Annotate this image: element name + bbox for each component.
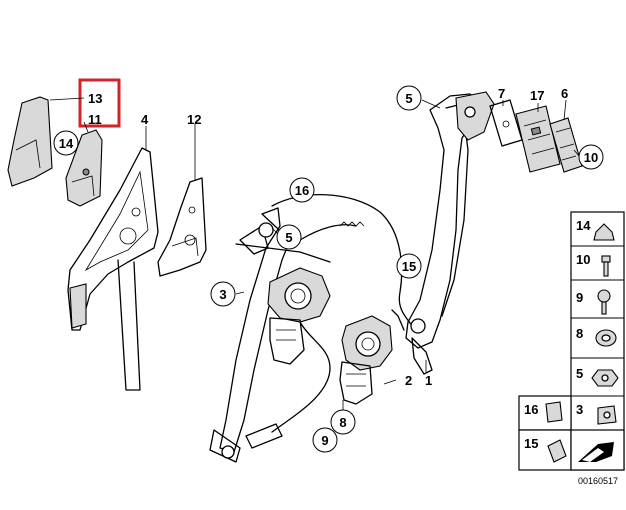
- callout-13: 13: [88, 91, 102, 106]
- legend-label-16: 16: [524, 402, 538, 417]
- callout-10: 10: [578, 144, 604, 170]
- legend-label-10: 10: [576, 252, 590, 267]
- regulator-front: [209, 207, 331, 463]
- panel-12: [157, 177, 207, 277]
- svg-text:5: 5: [405, 91, 412, 106]
- svg-text:13: 13: [88, 91, 102, 106]
- svg-text:7: 7: [498, 86, 505, 101]
- bracket-11: [65, 129, 103, 207]
- callout-15: 15: [396, 253, 422, 279]
- legend-label-14: 14: [576, 218, 591, 233]
- cable-16: [271, 194, 417, 333]
- svg-text:1: 1: [425, 373, 432, 388]
- highlight-box: [78, 78, 121, 128]
- svg-text:12: 12: [187, 112, 201, 127]
- legend-label-3: 3: [576, 402, 583, 417]
- motor-lower: [339, 315, 393, 405]
- callout-5-top: 5: [396, 85, 422, 111]
- leader-lines: [49, 97, 580, 410]
- callout-6: 6: [561, 86, 568, 101]
- callout-11: 11: [88, 112, 102, 127]
- svg-text:3: 3: [219, 287, 226, 302]
- svg-text:9: 9: [321, 433, 328, 448]
- part-7: [489, 99, 523, 147]
- trim-panel-14: [7, 96, 53, 187]
- svg-text:8: 8: [339, 415, 346, 430]
- module-17: [515, 105, 561, 173]
- svg-text:17: 17: [530, 88, 544, 103]
- svg-text:5: 5: [285, 230, 292, 245]
- callout-7: 7: [498, 86, 505, 101]
- legend-label-5: 5: [576, 366, 583, 381]
- svg-text:2: 2: [405, 373, 412, 388]
- callout-2: 2: [405, 373, 412, 388]
- callout-3: 3: [210, 281, 236, 307]
- window-guide-4: [67, 147, 159, 391]
- callout-9: 9: [312, 427, 338, 453]
- legend-label-9: 9: [576, 290, 583, 305]
- legend-panel: [570, 211, 625, 471]
- legend-label-15: 15: [524, 436, 538, 451]
- legend-box-16: [518, 395, 572, 431]
- motor-upper: [267, 267, 331, 365]
- svg-text:11: 11: [88, 112, 102, 127]
- direction-arrow-panel: [570, 429, 625, 471]
- legend-label-8: 8: [576, 326, 583, 341]
- module-6: [549, 117, 583, 173]
- callout-8: 8: [330, 409, 356, 435]
- callout-14: 14: [53, 130, 79, 156]
- callout-17: 17: [530, 88, 544, 103]
- svg-text:4: 4: [141, 112, 149, 127]
- svg-text:16: 16: [295, 183, 309, 198]
- svg-text:6: 6: [561, 86, 568, 101]
- regulator-rear: [391, 91, 495, 375]
- callout-5-mid: 5: [276, 224, 302, 250]
- callout-4: 4: [141, 112, 149, 127]
- callout-1: 1: [425, 373, 432, 388]
- diagram-id: 00160517: [578, 476, 618, 486]
- lower-cable: [271, 321, 331, 433]
- svg-text:10: 10: [584, 150, 598, 165]
- svg-text:15: 15: [402, 259, 416, 274]
- svg-text:14: 14: [59, 136, 74, 151]
- callout-16: 16: [289, 177, 315, 203]
- callout-12: 12: [187, 112, 201, 127]
